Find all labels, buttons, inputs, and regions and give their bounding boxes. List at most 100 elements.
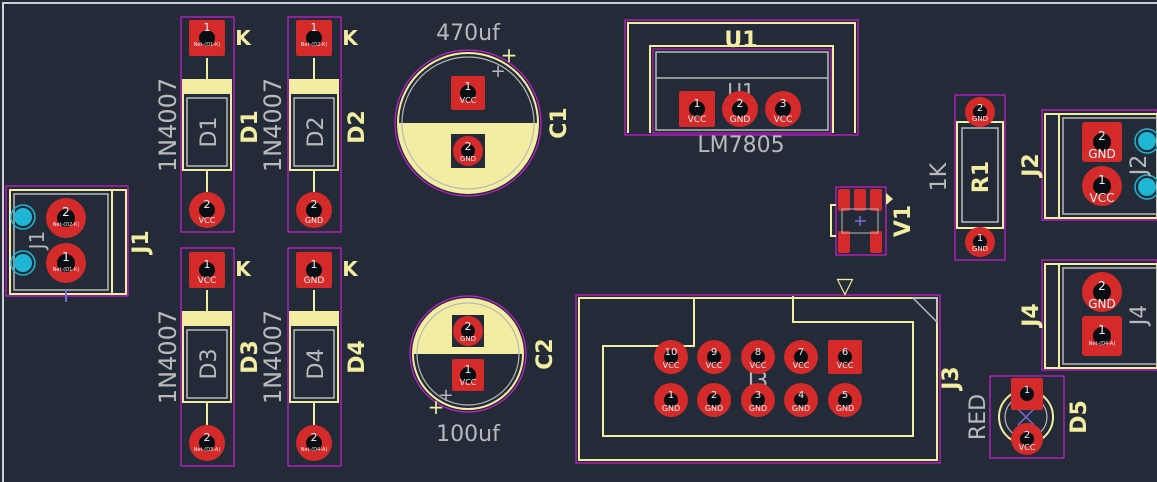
pad-hole: [751, 350, 765, 364]
pin1-corner: [911, 297, 938, 324]
pad-hole: [461, 324, 475, 338]
connector-j2[interactable]: 2 GND 1 VCC J2 J2: [1019, 109, 1157, 221]
smd-pad[interactable]: [870, 231, 882, 253]
courtyard: [624, 19, 859, 136]
diode-d3[interactable]: 1 VCC 2 Net-(D3-A) K 1N4007 D3 D3: [154, 247, 263, 467]
pad-net: VCC: [1019, 443, 1036, 452]
diode-d1[interactable]: 1 Net-(D1-K) 2 VCC K 1N4007 D1 D1: [154, 16, 263, 233]
tab-fab: [655, 51, 829, 131]
body-fab: [186, 329, 228, 399]
pad-number: 2: [465, 320, 472, 333]
pad-net: GND: [460, 155, 476, 163]
body-silk: [627, 22, 856, 133]
body-silk: [397, 52, 539, 194]
pad-net: VCC: [688, 115, 707, 125]
pad-number: 1: [694, 97, 701, 110]
courtyard: [287, 16, 342, 233]
diode-d2[interactable]: 1 Net-(D2-K) 2 GND K 1N4007 D2 D2: [259, 16, 370, 233]
pad-number: 1: [1024, 385, 1030, 396]
ref-label: R1: [969, 161, 994, 193]
pad-hole: [199, 435, 215, 451]
smd-pad[interactable]: [838, 231, 850, 253]
ref-label: C1: [547, 107, 572, 138]
led-d5[interactable]: 1 2 VCC RED D5: [966, 375, 1092, 459]
pad-hole: [973, 105, 987, 119]
capacitor-c1[interactable]: + + 1 VCC 2 GND 470uf C1: [394, 21, 572, 197]
pad-number: 2: [711, 390, 717, 401]
fab-ref: D4: [304, 349, 329, 380]
courtyard: [180, 247, 235, 467]
courtyard: [394, 49, 542, 197]
pad-number: 3: [755, 390, 761, 401]
pad-net: VCC: [837, 361, 854, 370]
connector-j4[interactable]: 2 GND 1 Net-(D4-A) J4 J4: [1019, 259, 1157, 371]
pad-hole: [57, 209, 75, 227]
pad-net: GND: [705, 404, 723, 413]
pad-net: GND: [972, 245, 988, 253]
pad-number: 9: [711, 347, 717, 358]
body-silk: [1044, 263, 1157, 369]
ref-label: J3: [939, 366, 964, 392]
pad-number: 2: [1098, 129, 1106, 143]
courtyard: [1041, 109, 1157, 221]
ref-label: D1: [238, 110, 263, 144]
pad-net: GND: [1088, 297, 1116, 311]
body-fab: [293, 97, 335, 167]
pad-number: 1: [668, 390, 674, 401]
pad-number: 2: [977, 103, 983, 114]
pad-net: Net-(D1-K): [53, 267, 80, 273]
value-label: 100uf: [436, 422, 501, 447]
pad-hole: [199, 262, 215, 278]
pad-net: GND: [662, 404, 680, 413]
cathode-band: [290, 312, 338, 326]
pad-net: VCC: [793, 361, 810, 370]
connector-j1[interactable]: 2 Net-(D2-K) 1 Net-(D1-K) J1 J1: [5, 185, 154, 302]
body-silk: [1044, 113, 1157, 219]
fab-ref: D1: [197, 117, 222, 148]
value-label: 1N4007: [259, 78, 287, 172]
body-fab: [1062, 267, 1157, 365]
body-silk: [578, 297, 938, 461]
pad-hole: [460, 85, 476, 101]
pad-net: Net-(D2-K): [53, 222, 80, 228]
pad-net: VCC: [706, 361, 723, 370]
drill-hole: [1134, 174, 1157, 200]
body-silk: [412, 298, 524, 410]
pad-net: VCC: [460, 96, 477, 105]
pin1-marker: ▽: [837, 274, 854, 299]
smd-pad[interactable]: [870, 189, 882, 211]
capacitor-c2[interactable]: + + 2 GND 1 VCC 100uf C2: [409, 295, 558, 447]
pad-number: 2: [311, 431, 318, 444]
value-label: 1K: [927, 162, 952, 191]
pad-net: GND: [305, 216, 323, 225]
pad-net: Net-(D2-K): [301, 42, 328, 48]
tab-silk: [649, 45, 834, 133]
pad-net: Net-(D3-A): [194, 447, 221, 453]
drill-hole: [10, 204, 36, 230]
pad-number: 1: [1098, 173, 1106, 187]
smd-pad[interactable]: [838, 189, 850, 211]
pad-net: VCC: [198, 276, 217, 286]
ref-label: J4: [1019, 303, 1044, 329]
smd-pad[interactable]: [854, 189, 866, 211]
pad-hole: [1093, 177, 1111, 195]
pad-number: 1: [311, 21, 318, 34]
connector-j3[interactable]: ▽ J3 10 VCC 9 VCC 8 VCC 7 VCC 6 VCC 1 GN…: [575, 274, 964, 464]
body-silk: [9, 189, 127, 295]
fab-ref: D2: [304, 117, 329, 148]
pad-hole: [306, 262, 322, 278]
resistor-r1[interactable]: 2 GND 1 GND R1 1K: [927, 94, 1006, 261]
pad-net: Net-(D4-A): [1089, 341, 1116, 347]
diode-d4[interactable]: 1 GND 2 Net-(D4-A) K 1N4007 D4 D4: [259, 247, 370, 467]
pad-hole: [461, 144, 475, 158]
cathode-label: K: [342, 26, 359, 50]
component-v1[interactable]: V1: [830, 186, 916, 256]
led-mark: [1017, 408, 1035, 426]
value-label: LM7805: [697, 133, 784, 158]
cathode-label: K: [342, 257, 359, 281]
pad-net: Net-(D4-A): [301, 447, 328, 453]
courtyard: [287, 247, 342, 467]
regulator-u1[interactable]: U1 1 VCC 2 GND 3 VCC U1 LM7805: [624, 19, 859, 158]
pad-hole: [838, 393, 852, 407]
